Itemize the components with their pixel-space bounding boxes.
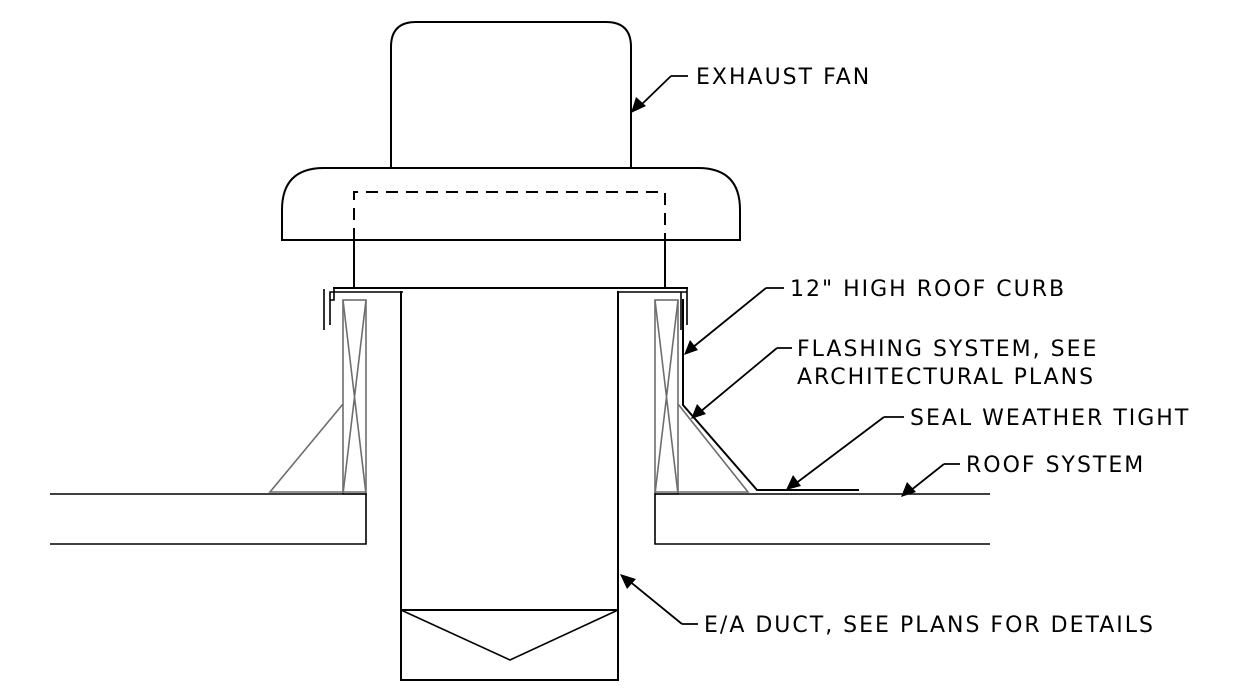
cant-strip-right [655, 403, 750, 493]
exhaust-duct [400, 291, 619, 681]
roof-deck-left [50, 493, 367, 545]
flashing [682, 299, 859, 491]
label-flashing-2: ARCHITECTURAL PLANS [797, 365, 1095, 390]
wood-nailer-right-x [654, 299, 679, 495]
label-exhaust-fan: EXHAUST FAN [696, 65, 871, 90]
arrow-exhaust-fan [631, 97, 646, 113]
label-seal: SEAL WEATHER TIGHT [910, 406, 1190, 431]
arrow-flashing [691, 404, 706, 419]
label-roof-curb: 12" HIGH ROOF CURB [790, 277, 1066, 302]
curb-cap-left [323, 289, 403, 330]
leader-roof-curb [691, 287, 784, 349]
roof-deck-right [654, 493, 990, 545]
leader-flashing [699, 347, 792, 413]
arrow-roof-curb [684, 340, 698, 355]
leader-exhaust-fan [639, 75, 672, 107]
label-roof-system: ROOF SYSTEM [966, 453, 1145, 478]
duct-break-line [400, 609, 619, 661]
fan-motor-housing [390, 21, 632, 169]
arrow-roof-system [901, 482, 916, 497]
label-duct: E/A DUCT, SEE PLANS FOR DETAILS [704, 613, 1155, 638]
leader-seal [794, 416, 904, 485]
fan-hood [281, 167, 741, 241]
arrow-seal [786, 475, 801, 490]
leader-duct [627, 579, 698, 625]
cant-strip-left [268, 403, 366, 493]
fan-base [333, 239, 688, 289]
hidden-damper-outline [353, 191, 666, 240]
leader-roof-system [909, 463, 960, 492]
curb-cap-right [618, 289, 688, 330]
label-flashing-1: FLASHING SYSTEM, SEE [797, 337, 1098, 362]
arrow-duct [620, 574, 636, 589]
wood-nailer-left-x [342, 299, 367, 495]
